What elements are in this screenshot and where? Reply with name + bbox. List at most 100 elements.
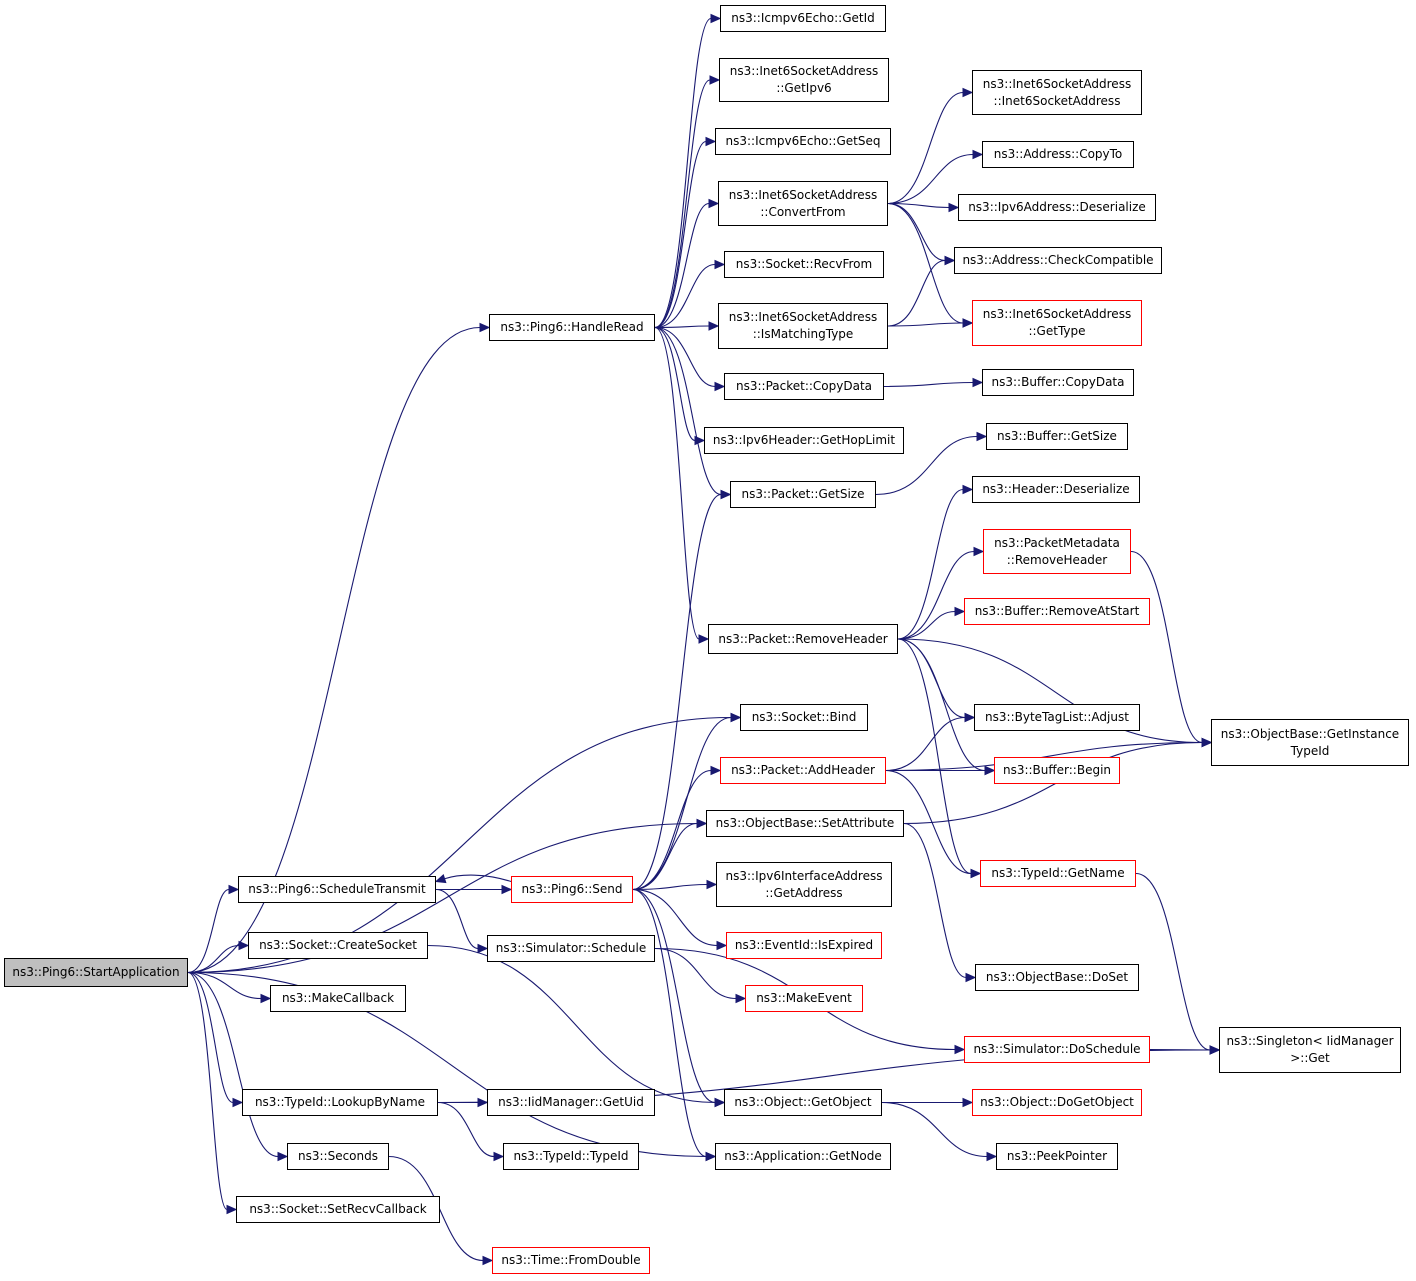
node-label: ns3::Simulator::DoSchedule [973, 1042, 1141, 1056]
node-icmpv6echo-getid[interactable]: ns3::Icmpv6Echo::GetId [720, 5, 886, 32]
call-edge-start-to-schedtransmit [187, 888, 230, 974]
node-ping6-handle-read[interactable]: ns3::Ping6::HandleRead [489, 314, 655, 341]
call-edge-arrowhead [477, 943, 489, 954]
node-inet6socketaddress-convertfrom[interactable]: ns3::Inet6SocketAddress::ConvertFrom [718, 181, 888, 226]
call-edge-objgetobject-to-peekpointer [881, 1101, 988, 1158]
node-peekpointer[interactable]: ns3::PeekPointer [996, 1143, 1118, 1170]
node-address-checkcompatible[interactable]: ns3::Address::CheckCompatible [954, 247, 1162, 274]
call-edge-schedtransmit-to-simschedule [435, 888, 479, 950]
node-inet6socketaddress-getipv6[interactable]: ns3::Inet6SocketAddress::GetIpv6 [719, 58, 889, 102]
node-label: ns3::PeekPointer [1006, 1149, 1108, 1163]
call-edge-arrowhead [714, 259, 726, 270]
call-edge-arrowhead [962, 1097, 974, 1108]
call-edge-arrowhead [972, 149, 984, 160]
node-label: ::GetType [1028, 324, 1086, 338]
node-label: ns3::MakeCallback [281, 991, 395, 1005]
call-edge-convertfrom-to-i6sagettype [887, 202, 964, 324]
node-label: ns3::Application::GetNode [724, 1149, 882, 1163]
call-edge-arrowhead [226, 1204, 238, 1215]
call-edge-handleread-to-recvfrom [654, 263, 716, 329]
node-label: ns3::Packet::GetSize [741, 487, 865, 501]
node-application-getnode[interactable]: ns3::Application::GetNode [715, 1143, 891, 1170]
call-edge-ismatching-to-checkcompat [887, 259, 946, 327]
call-edge-pktremovehdr-to-typeidgetname [897, 638, 972, 875]
node-makeevent[interactable]: ns3::MakeEvent [745, 985, 863, 1012]
call-edge-convertfrom-to-i6sactor [887, 91, 964, 205]
node-packet-removeheader[interactable]: ns3::Packet::RemoveHeader [708, 624, 898, 654]
node-label: ns3::Ping6::StartApplication [12, 965, 180, 979]
node-objectbase-doset[interactable]: ns3::ObjectBase::DoSet [975, 964, 1139, 991]
node-header-deserialize[interactable]: ns3::Header::Deserialize [972, 476, 1140, 503]
call-edge-ping6send-to-appgetnode [632, 888, 707, 1158]
node-inet6socketaddress-ismatchingtype[interactable]: ns3::Inet6SocketAddress::IsMatchingType [718, 303, 888, 349]
node-label: ::RemoveHeader [1006, 552, 1108, 567]
node-packetmetadata-removeheader[interactable]: ns3::PacketMetadata::RemoveHeader [983, 529, 1131, 574]
node-label: ns3::ByteTagList::Adjust [985, 710, 1129, 724]
node-socket-createsocket[interactable]: ns3::Socket::CreateSocket [248, 932, 428, 959]
node-buffer-getsize[interactable]: ns3::Buffer::GetSize [986, 423, 1128, 450]
node-socket-setrecvcallback[interactable]: ns3::Socket::SetRecvCallback [236, 1196, 440, 1223]
call-edge-pktremovehdr-to-getinstance [897, 638, 1203, 744]
call-edge-start-to-createsocket [187, 944, 240, 974]
node-simulator-doschedule[interactable]: ns3::Simulator::DoSchedule [964, 1036, 1150, 1063]
call-edge-ping6send-to-objgetobject [632, 888, 716, 1104]
node-bytetaglist-adjust[interactable]: ns3::ByteTagList::Adjust [974, 704, 1140, 731]
node-buffer-copydata[interactable]: ns3::Buffer::CopyData [982, 369, 1134, 396]
node-typeid-lookupbyname[interactable]: ns3::TypeId::LookupByName [242, 1089, 438, 1116]
call-edge-pktremovehdr-to-pmremovehdr [897, 550, 975, 640]
node-buffer-begin[interactable]: ns3::Buffer::Begin [994, 757, 1120, 784]
node-simulator-schedule[interactable]: ns3::Simulator::Schedule [487, 935, 655, 962]
node-label: ns3::Icmpv6Echo::GetSeq [725, 134, 881, 148]
node-object-getobject[interactable]: ns3::Object::GetObject [724, 1089, 882, 1116]
call-edge-arrowhead [976, 431, 988, 442]
node-label: ns3::Object::DoGetObject [980, 1095, 1134, 1109]
node-label: ns3::Address::CheckCompatible [962, 253, 1154, 267]
node-ipv6interfaceaddress-getaddress[interactable]: ns3::Ipv6InterfaceAddress::GetAddress [716, 862, 892, 907]
node-socket-recvfrom[interactable]: ns3::Socket::RecvFrom [724, 251, 884, 278]
node-ping6-scheduletransmit[interactable]: ns3::Ping6::ScheduleTransmit [238, 876, 436, 903]
node-label: ns3::ObjectBase::GetInstance [1220, 726, 1400, 741]
node-packet-addheader[interactable]: ns3::Packet::AddHeader [720, 757, 886, 784]
node-iidmanager-getuid[interactable]: ns3::IidManager::GetUid [487, 1089, 655, 1116]
node-seconds[interactable]: ns3::Seconds [287, 1143, 389, 1170]
node-makecallback[interactable]: ns3::MakeCallback [270, 985, 406, 1012]
node-label: ::GetAddress [765, 885, 843, 900]
node-singleton-iidmanager-get[interactable]: ns3::Singleton< IidManager>::Get [1219, 1027, 1401, 1073]
call-edge-arrowhead [735, 993, 747, 1004]
node-label: ns3::IidManager::GetUid [498, 1095, 644, 1109]
node-inet6socketaddress-ctor[interactable]: ns3::Inet6SocketAddress::Inet6SocketAddr… [972, 70, 1142, 115]
node-eventid-isexpired[interactable]: ns3::EventId::IsExpired [726, 932, 882, 959]
node-label: ns3::Socket::RecvFrom [735, 257, 873, 271]
node-label: TypeId [1290, 743, 1330, 758]
node-label: ns3::Buffer::Begin [1002, 763, 1112, 777]
call-edge-arrowhead [698, 634, 710, 644]
node-packet-copydata[interactable]: ns3::Packet::CopyData [724, 373, 884, 400]
node-buffer-removeatstart[interactable]: ns3::Buffer::RemoveAtStart [964, 598, 1150, 625]
node-time-fromdouble[interactable]: ns3::Time::FromDouble [492, 1247, 650, 1274]
node-ipv6header-gethoplimit[interactable]: ns3::Ipv6Header::GetHopLimit [704, 427, 904, 454]
node-icmpv6echo-getseq[interactable]: ns3::Icmpv6Echo::GetSeq [715, 128, 891, 155]
node-packet-getsize[interactable]: ns3::Packet::GetSize [730, 481, 876, 508]
call-edge-ping6send-to-ifaddrget [632, 883, 708, 891]
node-label: ns3::Inet6SocketAddress [728, 187, 878, 202]
node-ping6-send[interactable]: ns3::Ping6::Send [511, 876, 633, 903]
node-typeid-ctor[interactable]: ns3::TypeId::TypeId [503, 1143, 639, 1170]
call-edge-arrowhead [964, 712, 976, 723]
node-ipv6address-deserialize[interactable]: ns3::Ipv6Address::Deserialize [958, 194, 1156, 221]
call-edge-arrowhead [479, 322, 491, 333]
node-inet6socketaddress-gettype[interactable]: ns3::Inet6SocketAddress::GetType [972, 300, 1142, 346]
call-edge-pktremovehdr-to-bufremoveatstart [897, 610, 956, 640]
node-socket-bind[interactable]: ns3::Socket::Bind [740, 704, 868, 731]
node-address-copyto[interactable]: ns3::Address::CopyTo [982, 141, 1134, 168]
node-typeid-getname[interactable]: ns3::TypeId::GetName [980, 860, 1136, 887]
call-edge-ping6send-to-setattr [632, 822, 698, 891]
call-edge-handleread-to-icmpid [654, 17, 712, 329]
call-edge-arrowhead [696, 818, 708, 829]
node-objectbase-setattribute[interactable]: ns3::ObjectBase::SetAttribute [706, 810, 904, 837]
call-edge-arrowhead [493, 1151, 505, 1162]
node-label: ns3::Ipv6InterfaceAddress [725, 868, 883, 883]
node-object-dogetobject[interactable]: ns3::Object::DoGetObject [972, 1089, 1142, 1116]
node-ping6-start-application: ns3::Ping6::StartApplication [4, 958, 188, 987]
